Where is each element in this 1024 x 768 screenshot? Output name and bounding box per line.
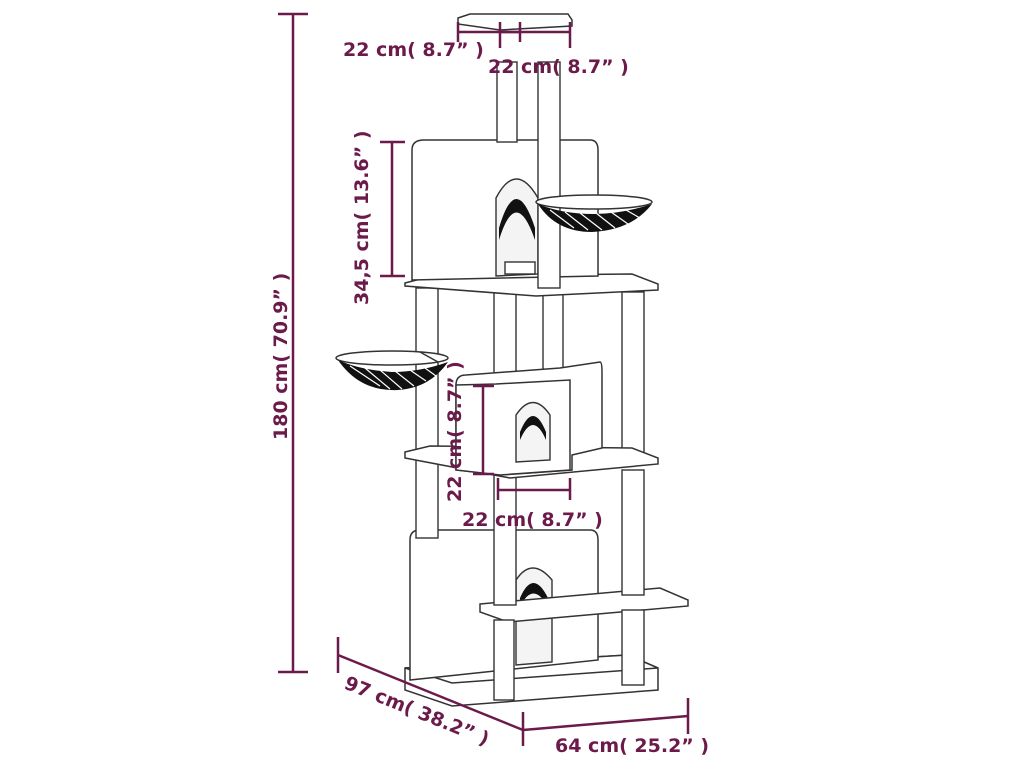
middle-condo-door	[515, 401, 551, 463]
base-width-line	[522, 714, 689, 732]
dimension-lines	[278, 12, 690, 746]
right-hammock	[535, 194, 653, 232]
post-top-back	[496, 61, 518, 143]
top-depth-label: 22 cm( 8.7” )	[488, 56, 629, 78]
top-condo-door-sill	[504, 261, 536, 275]
top-box-height-label: 34,5 cm( 13.6” )	[351, 130, 373, 305]
left-hammock	[335, 350, 449, 391]
post-right-front	[621, 291, 645, 463]
cat-tree	[335, 13, 689, 707]
post-left-front	[415, 287, 439, 539]
post-right-lower	[621, 469, 645, 596]
top-width-label: 22 cm( 8.7” )	[343, 39, 484, 61]
top-condo-door-shadow	[499, 199, 535, 240]
bottom-condo-door-shadow	[520, 583, 548, 607]
base-depth-line	[337, 653, 524, 732]
post-right-base	[621, 609, 645, 686]
post-top-front	[537, 61, 561, 289]
base-width-label: 64 cm( 25.2” )	[555, 735, 709, 757]
mid-box-height-label: 22 cm( 8.7” )	[444, 361, 466, 502]
height-total-label: 180 cm( 70.9” )	[270, 273, 292, 440]
middle-condo-door-shadow	[520, 416, 546, 440]
post-back-mid	[542, 289, 564, 371]
post-center-base	[493, 619, 515, 701]
lower-step-platform	[479, 587, 689, 623]
top-perch	[457, 13, 573, 31]
middle-condo-front	[455, 379, 571, 476]
mid-box-width-label: 22 cm( 8.7” )	[462, 509, 603, 531]
